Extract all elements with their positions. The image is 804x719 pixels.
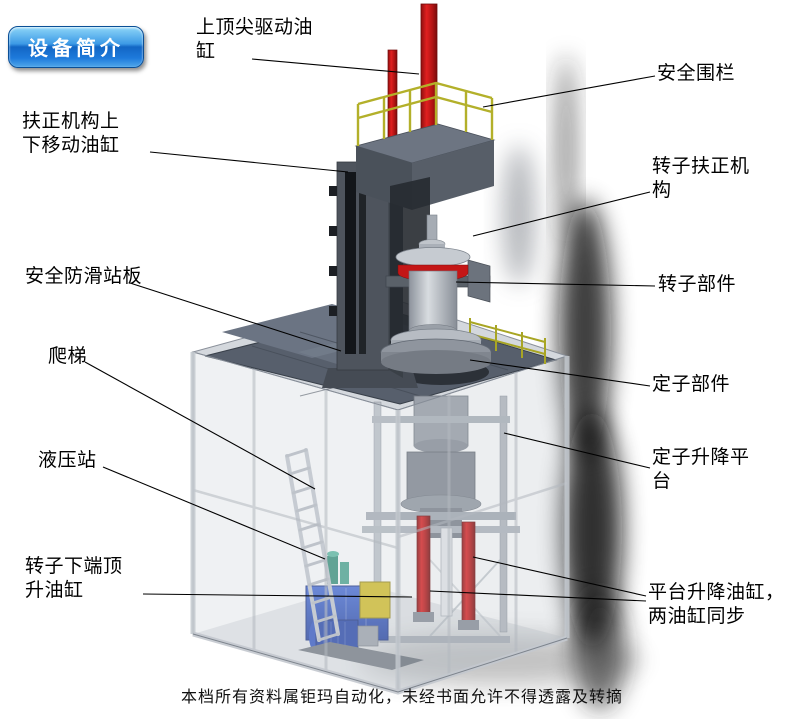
equipment-intro-label: 设备简介 xyxy=(28,38,124,60)
hydraulic-valve-block xyxy=(359,581,391,619)
callout-safety-fence: 安全围栏 xyxy=(657,63,736,84)
rotor-assembly xyxy=(380,214,492,374)
centering-bracket xyxy=(467,259,491,303)
safety-cage xyxy=(190,351,570,695)
secondary-top-cylinder xyxy=(387,49,398,147)
callout-rotor-component: 转子部件 xyxy=(658,274,737,295)
leader-lines xyxy=(84,58,656,602)
callout-centering-lift-cylinder: 扶正机构上 下移动油缸 xyxy=(22,111,120,157)
callout-top-spindle-cylinder: 上顶尖驱动油 缸 xyxy=(196,17,314,63)
equipment-intro-badge[interactable]: 设备简介 xyxy=(8,26,144,68)
safety-fence-railing xyxy=(356,81,494,146)
callout-stator-lift-platform: 定子升降平 台 xyxy=(652,447,750,493)
rotor-jack-rod xyxy=(440,527,453,617)
ladder xyxy=(285,448,340,642)
platform-lift-cylinders xyxy=(413,515,479,630)
callout-platform-lift-cylinders: 平台升降油缸， 两油缸同步 xyxy=(648,582,785,628)
hydraulic-station xyxy=(298,551,424,670)
top-spindle-cylinder-rod xyxy=(420,3,438,133)
callout-ladder: 爬梯 xyxy=(48,346,88,367)
copyright-note: 本档所有资料属钜玛自动化，未经书面允许不得透露及转摘 xyxy=(180,689,623,706)
callout-stator-component: 定子部件 xyxy=(652,374,731,395)
callout-rotor-bottom-jack-cylinder: 转子下端顶 升油缸 xyxy=(25,556,123,602)
interior-equipment xyxy=(193,395,567,692)
callout-anti-slip-deck: 安全防滑站板 xyxy=(25,266,143,287)
callout-hydraulic-station: 液压站 xyxy=(38,450,97,471)
callout-rotor-centering-mechanism: 转子扶正机 构 xyxy=(652,156,750,202)
